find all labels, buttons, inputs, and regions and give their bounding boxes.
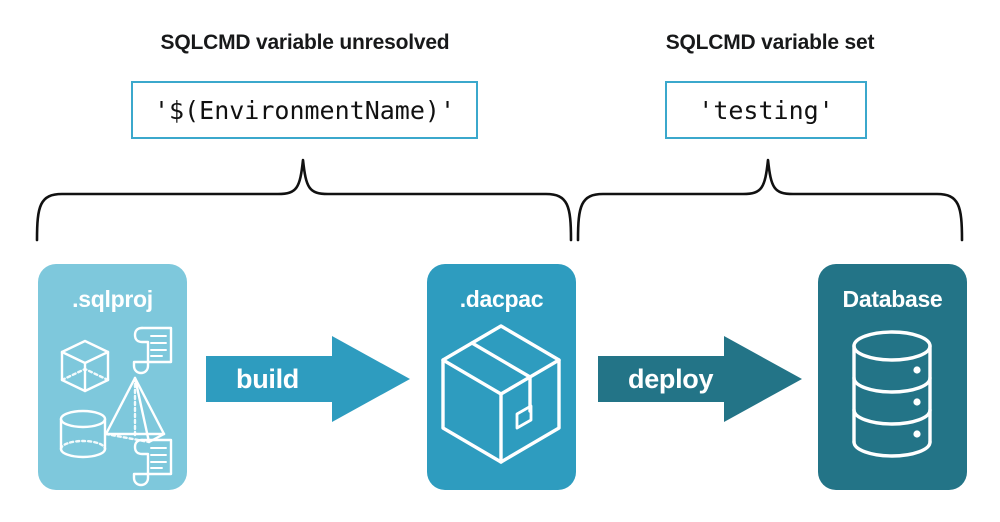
arrow-build-shape [206, 336, 410, 422]
arrow-build: build [206, 336, 410, 422]
sqlcmd-variable-value-box-right: 'testing' [665, 81, 867, 139]
stage-sqlproj[interactable]: .sqlproj [38, 264, 187, 490]
stage-sqlproj-artwork [38, 318, 187, 490]
package-box-icon [441, 324, 561, 464]
stage-sqlproj-label: .sqlproj [72, 286, 153, 312]
stage-dacpac-artwork [427, 318, 576, 490]
stage-database[interactable]: Database [818, 264, 967, 490]
curly-brace-left [35, 158, 573, 242]
sqlproj-objects-icon [59, 326, 173, 487]
sqlcmd-variable-value-box-left: '$(EnvironmentName)' [131, 81, 478, 139]
cube-wireframe-icon [60, 339, 110, 393]
arrow-deploy-shape [598, 336, 802, 422]
scroll-icon [132, 326, 173, 375]
stage-database-artwork [818, 318, 967, 490]
stage-dacpac[interactable]: .dacpac [427, 264, 576, 490]
curly-brace-right [576, 158, 964, 242]
pyramid-wireframe-icon [104, 376, 166, 444]
database-cylinder-icon [852, 330, 932, 458]
annotation-heading-left: SQLCMD variable unresolved [160, 31, 450, 54]
arrow-deploy: deploy [598, 336, 802, 422]
cylinder-wireframe-icon [59, 409, 107, 459]
stage-dacpac-label: .dacpac [459, 286, 544, 312]
scroll-icon [132, 438, 173, 487]
stage-database-label: Database [842, 286, 943, 312]
annotation-heading-right: SQLCMD variable set [665, 31, 875, 54]
